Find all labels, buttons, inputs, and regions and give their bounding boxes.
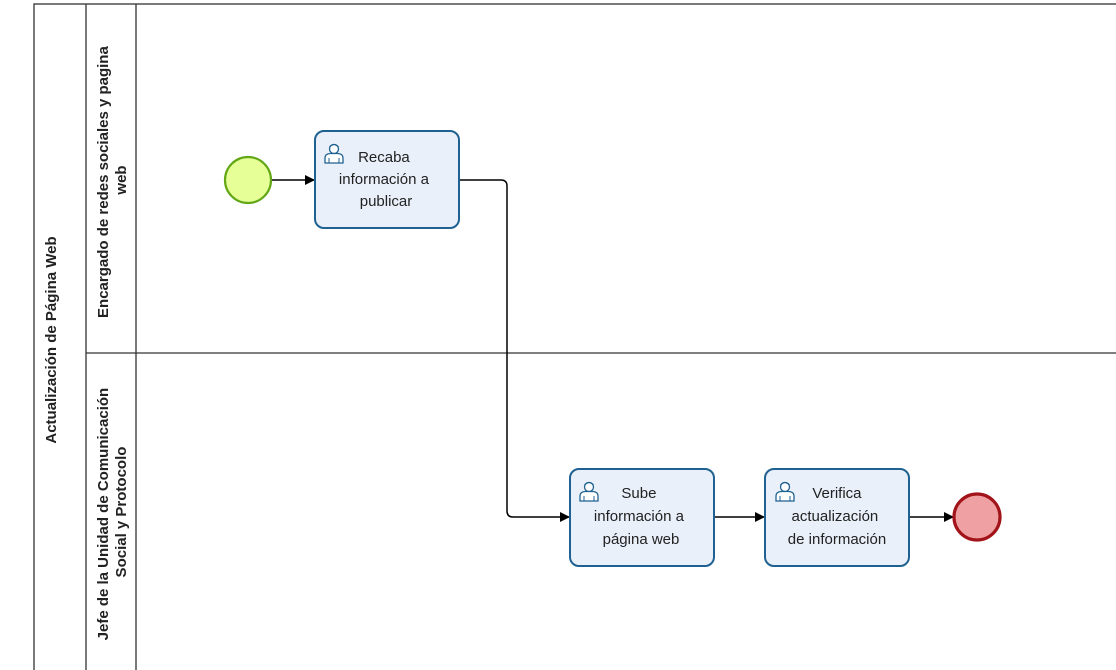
lane-label-line: Jefe de la Unidad de Comunicación bbox=[95, 388, 112, 641]
task-sube[interactable]: Sube información a página web bbox=[569, 468, 715, 567]
lane-label-line: Social y Protocolo bbox=[113, 447, 130, 578]
lane-label-encargado: Encargado de redes sociales y pagina web bbox=[95, 42, 130, 318]
task-label-line: información a bbox=[339, 171, 430, 188]
task-box bbox=[569, 468, 715, 567]
task-verifica[interactable]: Verifica actualización de información bbox=[764, 468, 910, 567]
svg-text:Recaba información a: Recaba información a publicar bbox=[339, 149, 433, 210]
pool-border bbox=[33, 3, 1116, 670]
pool-title: Actualización de Página Web bbox=[43, 236, 60, 443]
task-label-line: Recaba bbox=[358, 149, 410, 166]
task-box bbox=[314, 130, 460, 229]
svg-text:Jefe de la Unidad de Comunicac: Jefe de la Unidad de Comunicación Social… bbox=[95, 384, 130, 641]
start-event[interactable] bbox=[223, 155, 273, 205]
lane-label-line: Encargado de redes sociales y pagina bbox=[95, 46, 112, 318]
task-label-line: actualización bbox=[792, 508, 879, 525]
task-recaba[interactable]: Recaba información a publicar bbox=[314, 130, 460, 229]
end-event[interactable] bbox=[952, 492, 1002, 542]
lane-label-line: web bbox=[113, 165, 130, 195]
task-label-line: publicar bbox=[360, 193, 413, 210]
svg-text:Sube información a: Sube información a página web bbox=[594, 485, 688, 548]
flow-recaba-to-sube[interactable] bbox=[459, 179, 570, 522]
task-label-line: Sube bbox=[621, 485, 656, 502]
task-box bbox=[764, 468, 910, 567]
task-label-line: información a bbox=[594, 508, 685, 525]
task-label-line: página web bbox=[603, 531, 680, 548]
sequence-flows bbox=[272, 175, 954, 522]
svg-text:Verifica actualización: Verifica actualización de información bbox=[788, 485, 886, 548]
lane-label-jefe: Jefe de la Unidad de Comunicación Social… bbox=[95, 384, 130, 641]
task-label-line: de información bbox=[788, 531, 886, 548]
svg-text:Encargado de redes sociales y: Encargado de redes sociales y pagina web bbox=[95, 42, 130, 318]
task-label-line: Verifica bbox=[812, 485, 862, 502]
pool bbox=[33, 3, 1116, 670]
